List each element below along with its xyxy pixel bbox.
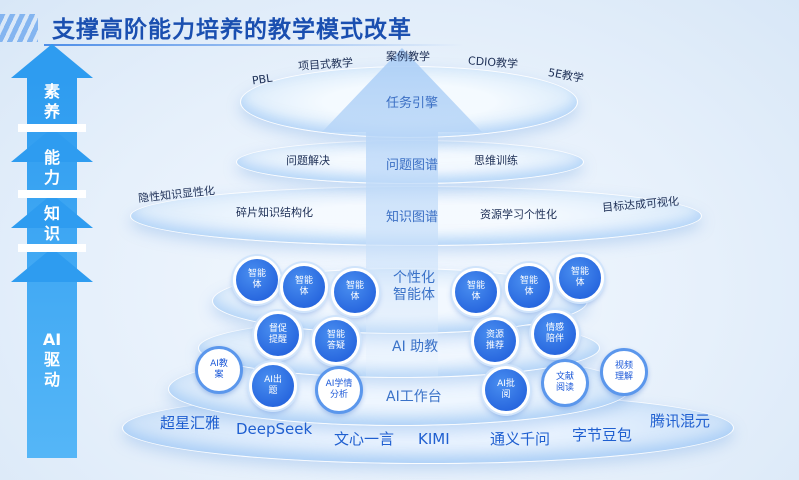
arrow-divider xyxy=(18,124,86,132)
knowledge-item-fragment: 碎片知识结构化 xyxy=(236,206,313,219)
model-wenxin: 文心一言 xyxy=(334,430,395,448)
workbench-bubble-lesson: AI教案 xyxy=(195,346,243,394)
method-pbl: PBL xyxy=(251,71,274,88)
workbench-center-label: AI工作台 xyxy=(386,389,442,405)
title-underline xyxy=(44,44,464,46)
method-cdio: CDIO教学 xyxy=(467,54,519,71)
arrow-label-ai-driven: AI驱动 xyxy=(42,330,62,389)
arrow-head xyxy=(11,194,93,228)
assistant-bubble-reminder: 督促提醒 xyxy=(254,311,302,359)
arrow-head xyxy=(11,128,93,162)
agent-bubble: 智能体 xyxy=(280,263,328,311)
title-decoration xyxy=(0,14,38,42)
model-kimi: KIMI xyxy=(418,430,450,448)
central-arrow xyxy=(322,48,482,378)
arrow-label-ability: 能力 xyxy=(43,148,60,187)
model-chaoxing: 超星汇雅 xyxy=(160,414,221,432)
assistant-bubble-resource: 资源推荐 xyxy=(471,317,519,365)
assistant-bubble-qa: 智能答疑 xyxy=(312,317,360,365)
knowledge-item-resource: 资源学习个性化 xyxy=(480,208,557,221)
agent-center-label: 个性化智能体 xyxy=(393,270,435,303)
model-tongyi: 通义千问 xyxy=(490,430,551,448)
arrow-head xyxy=(11,44,93,78)
thinking-training-label: 思维训练 xyxy=(474,154,518,167)
arrow-label-literacy: 素养 xyxy=(43,82,60,121)
agent-bubble: 智能体 xyxy=(505,263,553,311)
agent-bubble: 智能体 xyxy=(452,268,500,316)
workbench-bubble-questions: AI出题 xyxy=(249,362,297,410)
agent-bubble: 智能体 xyxy=(556,254,604,302)
method-case: 案例教学 xyxy=(386,50,430,63)
knowledge-graph-label: 知识图谱 xyxy=(386,210,439,225)
model-doubao: 字节豆包 xyxy=(572,426,633,444)
workbench-bubble-grading: AI批阅 xyxy=(482,366,530,414)
arrow-label-knowledge: 知识 xyxy=(43,204,60,243)
workbench-bubble-video: 视频理解 xyxy=(600,348,648,396)
task-engine-label: 任务引擎 xyxy=(386,96,439,111)
model-hunyuan: 腾讯混元 xyxy=(650,412,711,430)
agent-bubble: 智能体 xyxy=(233,256,281,304)
problem-graph-label: 问题图谱 xyxy=(386,158,439,173)
arrow-head xyxy=(11,248,93,282)
workbench-bubble-literature: 文献阅读 xyxy=(541,359,589,407)
assistant-bubble-emotion: 情感陪伴 xyxy=(531,310,579,358)
agent-bubble: 智能体 xyxy=(331,268,379,316)
model-deepseek: DeepSeek xyxy=(236,420,313,438)
page-title: 支撑高阶能力培养的教学模式改革 xyxy=(52,17,412,43)
assistant-center-label: AI 助教 xyxy=(392,339,439,355)
arrow-divider xyxy=(18,190,86,198)
problem-solving-label: 问题解决 xyxy=(286,154,330,167)
arrow-divider xyxy=(18,244,86,252)
workbench-bubble-analysis: AI学情分析 xyxy=(315,366,363,414)
